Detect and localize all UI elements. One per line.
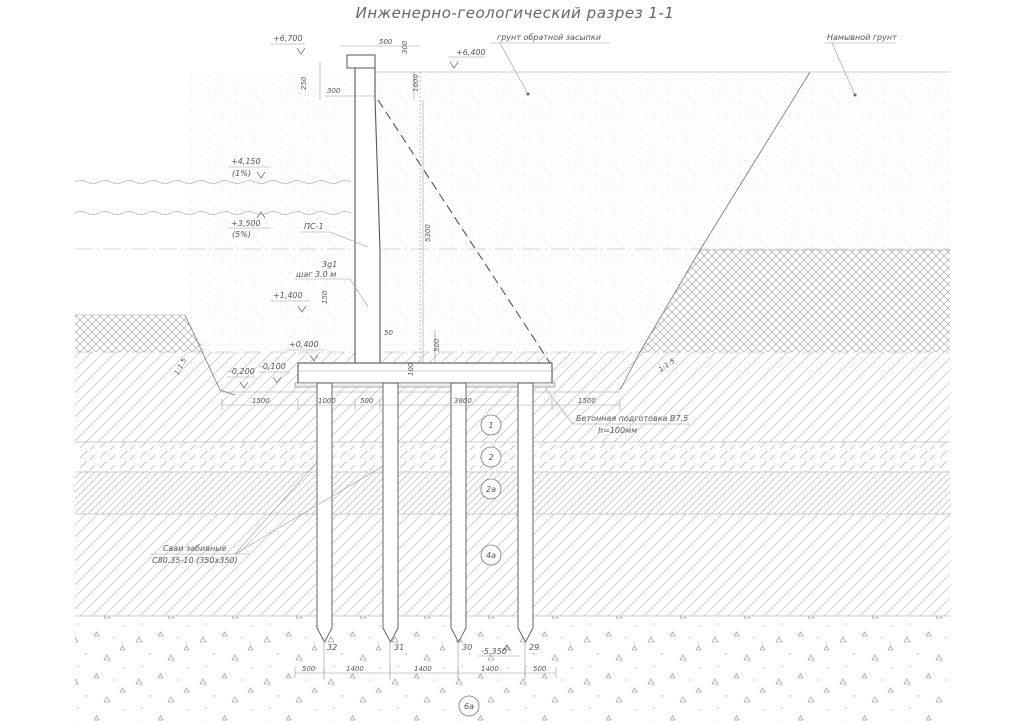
layer-6a-circle: 6а: [458, 695, 480, 717]
pile-32: [316, 382, 333, 643]
retaining-wall: [294, 54, 556, 388]
layer-2-circle: 2: [480, 446, 502, 468]
svg-text:1500: 1500: [578, 397, 596, 405]
svg-text:+3,500: +3,500: [231, 219, 261, 228]
svg-text:150: 150: [321, 290, 329, 304]
svg-text:+6,700: +6,700: [273, 34, 303, 43]
svg-text:1000: 1000: [318, 397, 336, 405]
water-level-1pct-line: [74, 180, 352, 184]
svg-text:-5,350: -5,350: [481, 647, 507, 656]
svg-text:1500: 1500: [252, 397, 270, 405]
svg-text:Намывной грунт: Намывной грунт: [827, 33, 897, 42]
svg-text:50: 50: [384, 329, 393, 337]
svg-text:Бетонная подготовка В7.5: Бетонная подготовка В7.5: [576, 414, 688, 423]
label-drain: 3g1 шаг 3.0 м: [294, 260, 369, 308]
svg-text:+0,400: +0,400: [289, 340, 319, 349]
crosshatch-left: [75, 315, 205, 352]
layer-2a-zone: [75, 472, 950, 514]
svg-text:500: 500: [360, 397, 374, 405]
svg-text:1400: 1400: [414, 665, 432, 673]
leaders: грунт обратной засыпки Намывной грунт ПС…: [150, 33, 897, 565]
elev-pile-tips: -5,350: [478, 644, 520, 657]
layer-6a-zone: [75, 616, 950, 721]
svg-text:+1,400: +1,400: [273, 291, 303, 300]
svg-text:500: 500: [433, 338, 441, 352]
pile-number-29: 29: [529, 643, 539, 652]
svg-text:500: 500: [533, 665, 547, 673]
pile-number-30: 30: [462, 643, 472, 652]
svg-text:-0,200: -0,200: [229, 367, 255, 376]
label-backfill-soil: грунт обратной засыпки: [490, 33, 610, 96]
pile-30: [450, 382, 467, 643]
water-level-5pct-line: [74, 211, 352, 215]
svg-text:250: 250: [300, 76, 308, 90]
layer-boundaries: [75, 71, 950, 617]
slope-left-line: [184, 314, 236, 396]
pile-number-32: 32: [327, 643, 337, 652]
svg-text:+4,150: +4,150: [231, 157, 261, 166]
layer-indicators: 1 2 2а 4а 6а: [458, 414, 502, 717]
concrete-prep-layer: [294, 382, 556, 388]
svg-text:2а: 2а: [486, 485, 496, 494]
svg-text:шаг 3.0 м: шаг 3.0 м: [296, 270, 336, 279]
pile-31: [382, 382, 399, 643]
elev-top-backfill: +6,400: [448, 48, 486, 69]
svg-text:300: 300: [327, 87, 341, 95]
svg-text:(1%): (1%): [232, 169, 251, 178]
layer-4a-circle: 4а: [480, 544, 502, 566]
label-wall-mark: ПС-1: [300, 222, 369, 248]
drawing-title: Инженерно-геологический разрез 1-1: [356, 4, 675, 22]
elev-base-slab-top: +0,400: [286, 340, 325, 362]
excavation-slopes: [184, 71, 811, 396]
svg-text:ПС-1: ПС-1: [304, 222, 324, 231]
elev-top-wall: +6,700: [270, 34, 306, 55]
water-levels: [74, 180, 950, 353]
svg-text:5300: 5300: [424, 224, 432, 242]
layer-4a-zone: [75, 514, 950, 616]
elev-slab-bottom: -0,100: [258, 362, 290, 384]
elev-water-5pct: +3,500 (5%): [228, 211, 270, 239]
layer-1-circle: 1: [480, 414, 502, 436]
svg-text:500: 500: [302, 665, 316, 673]
failure-plane-line: [377, 99, 551, 364]
svg-text:1400: 1400: [346, 665, 364, 673]
label-concrete-prep: Бетонная подготовка В7.5 h=100мм: [544, 387, 690, 435]
svg-text:300: 300: [401, 40, 409, 54]
pile-29: [517, 382, 534, 643]
svg-text:1400: 1400: [481, 665, 499, 673]
svg-text:Сваи забивные: Сваи забивные: [163, 544, 226, 553]
elev-water-1pct: +4,150 (1%): [228, 157, 270, 179]
elevation-marks: +6,700 +6,400 +4,150 (1%) +3,500 (5%) +1…: [227, 34, 520, 657]
svg-text:3g1: 3g1: [322, 260, 337, 269]
elev-left-berm: +1,400: [270, 291, 310, 313]
svg-text:4а: 4а: [486, 551, 496, 560]
layer-2-zone: [75, 442, 950, 472]
svg-text:6а: 6а: [464, 702, 474, 711]
svg-text:1: 1: [488, 421, 493, 430]
svg-text:1000: 1000: [412, 74, 420, 92]
pile-number-31: 31: [394, 643, 404, 652]
layer-2a-circle: 2а: [480, 478, 502, 500]
svg-text:h=100мм: h=100мм: [598, 426, 637, 435]
piles: [316, 382, 534, 643]
soil-layers: [75, 72, 950, 721]
svg-text:С80.35-10 (350х350): С80.35-10 (350х350): [152, 556, 238, 565]
svg-text:-0,100: -0,100: [260, 362, 286, 371]
elev-ground-left: -0,200: [227, 367, 255, 389]
svg-text:грунт обратной засыпки: грунт обратной засыпки: [497, 33, 601, 42]
pile-numbers: 32 31 30 29: [327, 643, 539, 652]
svg-text:(5%): (5%): [232, 230, 251, 239]
slope-right-line: [619, 71, 811, 391]
crosshatch-right: [640, 250, 950, 352]
label-alluvial-soil: Намывной грунт: [825, 33, 897, 97]
label-piles: Сваи забивные С80.35-10 (350х350): [150, 461, 384, 565]
svg-text:2: 2: [488, 453, 493, 462]
base-slab: [297, 362, 553, 384]
svg-text:3800: 3800: [454, 397, 472, 405]
svg-text:+6,400: +6,400: [456, 48, 486, 57]
svg-text:500: 500: [379, 38, 393, 46]
svg-text:100: 100: [407, 362, 415, 376]
